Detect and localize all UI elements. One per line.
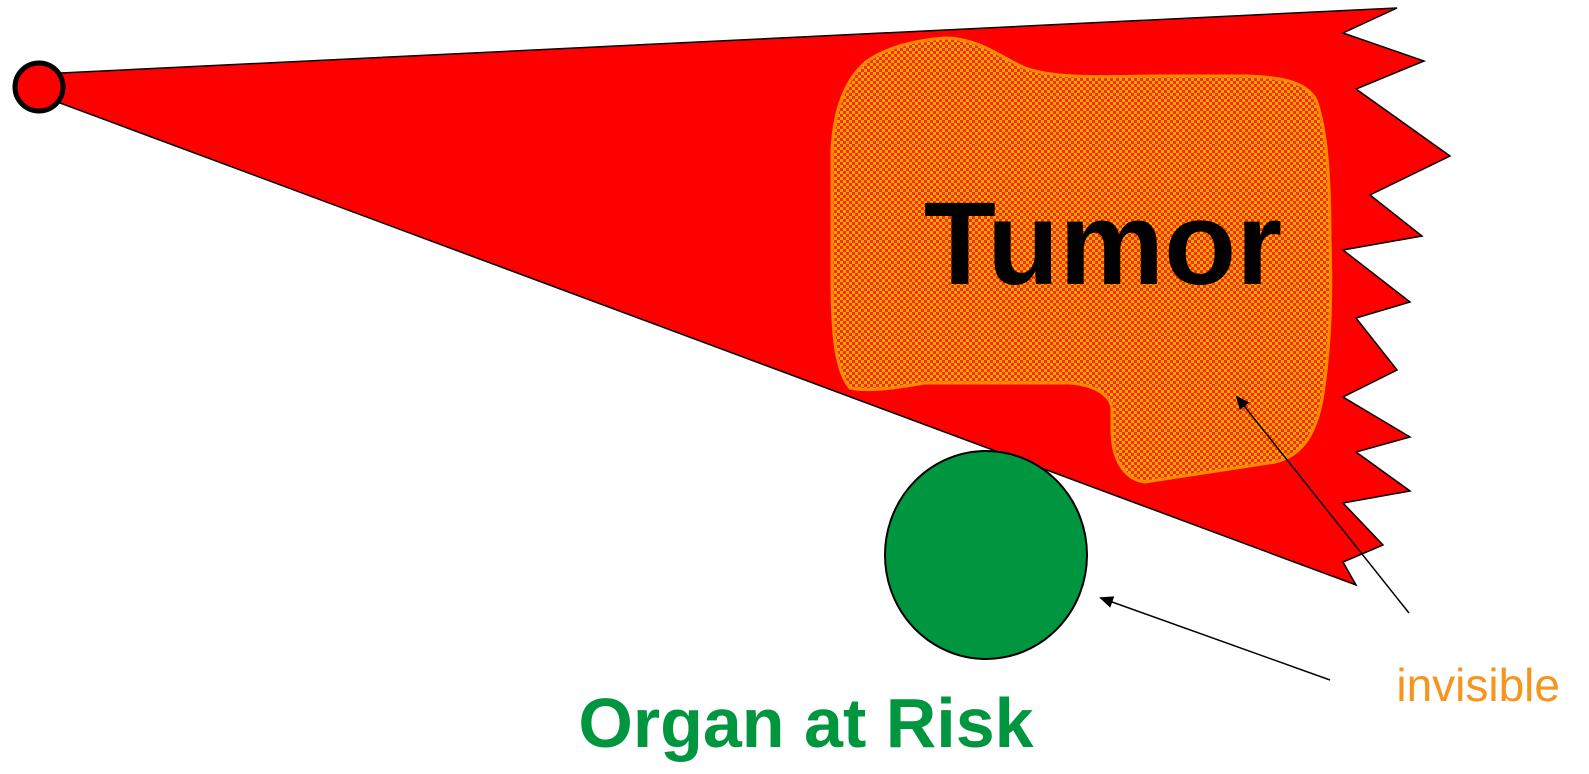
organ-at-risk-shape <box>885 451 1087 659</box>
organ-at-risk-label: Organ at Risk <box>578 684 1033 762</box>
invisible-label: invisible <box>1396 659 1560 711</box>
organ-pointer-arrow-icon <box>1101 598 1330 680</box>
radiation-source-icon <box>15 63 63 111</box>
tumor-label: Tumor <box>924 178 1282 310</box>
